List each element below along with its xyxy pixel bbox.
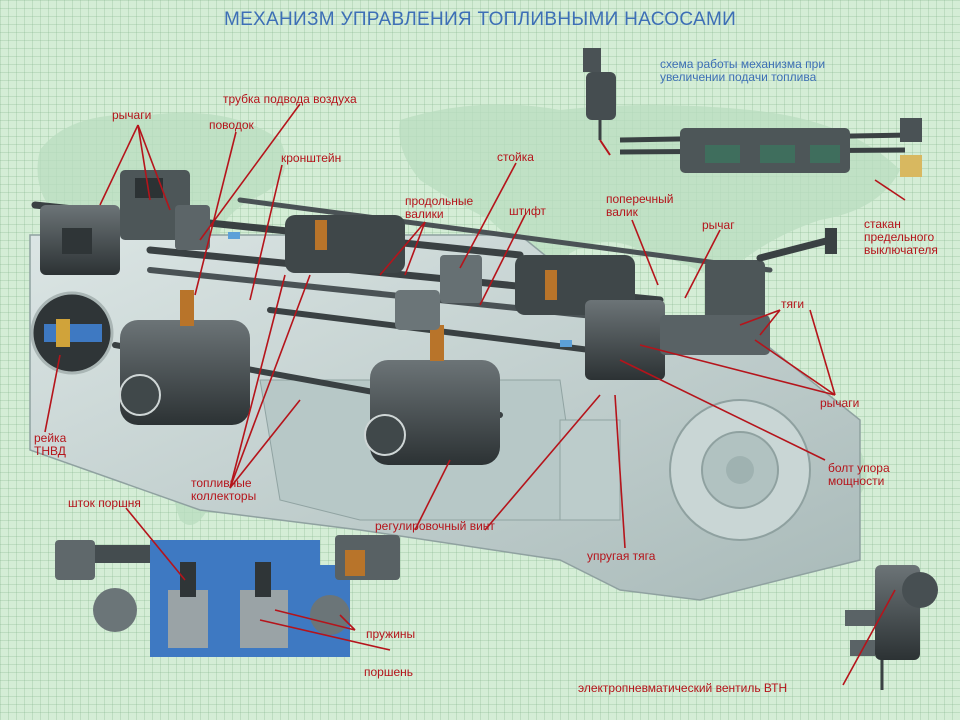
label-rods: тяги (781, 297, 805, 311)
schema-caption: схема работы механизма при увеличении по… (660, 57, 826, 84)
fuel-pump-right (364, 325, 500, 465)
label-air-tube: трубка подвода воздуха (223, 92, 357, 106)
label-rack-2: ТНВД (34, 444, 66, 458)
label-fuel-collectors-1: топливные (191, 476, 252, 490)
page-title: МЕХАНИЗМ УПРАВЛЕНИЯ ТОПЛИВНЫМИ НАСОСАМИ (223, 9, 737, 30)
label-pin: штифт (509, 204, 546, 218)
cross-section (55, 535, 400, 657)
label-power-bolt-1: болт упора (828, 461, 890, 475)
label-transverse-2: валик (606, 205, 638, 219)
label-post: стойка (497, 150, 534, 164)
label-piston-rod: шток поршня (68, 496, 141, 510)
rack-cutaway (30, 291, 114, 375)
label-cup-3: выключателя (864, 243, 938, 257)
label-elastic-rod: упругая тяга (587, 549, 656, 563)
label-power-bolt-2: мощности (828, 474, 885, 488)
label-levers-top: рычаги (112, 108, 152, 122)
supports (395, 255, 482, 330)
label-springs: пружины (366, 627, 416, 641)
label-levers-right: рычаги (820, 396, 860, 410)
label-lever: рычаг (702, 218, 735, 232)
transverse-shaft-assembly (585, 228, 837, 380)
label-transverse-1: поперечный (606, 192, 674, 206)
label-vtn-valve: электропневматический вентиль ВТН (578, 681, 788, 695)
label-cup-2: предельного (864, 230, 935, 244)
label-piston: поршень (364, 665, 414, 679)
label-longitudinal-2: валики (405, 207, 444, 221)
vtn-valve (845, 565, 938, 690)
label-bracket: кронштейн (281, 151, 342, 165)
label-adjusting-screw: регулировочный винт (375, 519, 495, 533)
operation-schema (583, 48, 922, 177)
label-cup-1: стакан (864, 217, 901, 231)
fuel-pump-left (119, 290, 250, 425)
fuel-pump-back-left (285, 215, 405, 273)
label-fuel-collectors-2: коллекторы (191, 489, 257, 503)
leader-lines (44, 103, 906, 686)
label-driver: поводок (209, 118, 254, 132)
label-rack-1: рейка (34, 431, 67, 445)
label-longitudinal-1: продольные (405, 194, 474, 208)
